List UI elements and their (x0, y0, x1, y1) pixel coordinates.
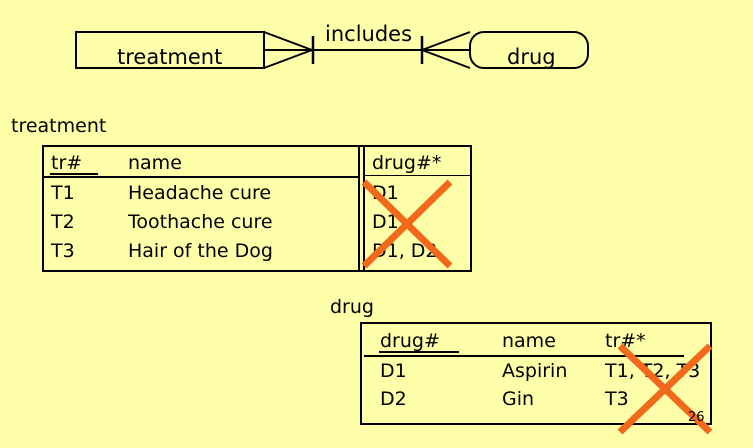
drug-cell-drug-0: D1 (380, 360, 407, 382)
treatment-cell-drug-2: D1, D2 (372, 240, 438, 262)
treatment-cell-tr-2: T3 (51, 240, 75, 262)
drug-header-drug-underline (379, 351, 459, 353)
drug-header-drug: drug# (380, 330, 440, 352)
treatment-cell-name-2: Hair of the Dog (128, 240, 273, 262)
treatment-cell-name-0: Headache cure (128, 182, 272, 204)
er-drug-box (469, 31, 589, 69)
drug-header-divider (364, 355, 684, 357)
drug-table: drug# name tr#* D1 Aspirin T1, T2, T3 D2… (360, 322, 712, 425)
drug-cell-tr-1: T3 (605, 388, 629, 410)
treatment-cell-tr-0: T1 (51, 182, 75, 204)
er-diagram (75, 31, 589, 69)
drug-header-tr: tr#* (605, 330, 646, 352)
treatment-header-drug: drug#* (372, 152, 442, 174)
treatment-header-divider (44, 176, 358, 178)
drug-cell-tr-0: T1, T2, T3 (605, 360, 701, 382)
treatment-drug-header-row (365, 147, 470, 176)
treatment-header-name: name (128, 152, 182, 174)
er-treatment-label: treatment (117, 45, 223, 69)
treatment-main-pane: tr# name T1 Headache cure T2 Toothache c… (44, 147, 360, 270)
drug-cell-name-1: Gin (502, 388, 535, 410)
drug-cell-name-0: Aspirin (502, 360, 568, 382)
drug-header-name: name (502, 330, 556, 352)
treatment-cell-tr-1: T2 (51, 211, 75, 233)
treatment-cell-drug-1: D1 (372, 211, 399, 233)
er-drug-label: drug (507, 45, 556, 69)
treatment-header-tr: tr# (51, 152, 83, 174)
page-number: 26 (688, 410, 705, 425)
treatment-header-tr-underline (50, 173, 98, 175)
drug-cell-drug-1: D2 (380, 388, 407, 410)
treatment-cell-name-1: Toothache cure (128, 211, 273, 233)
treatment-drug-column-pane: drug#* D1 D1 D1, D2 (363, 147, 470, 270)
drug-table-caption: drug (330, 296, 374, 318)
treatment-cell-drug-0: D1 (372, 182, 399, 204)
treatment-table: tr# name T1 Headache cure T2 Toothache c… (42, 145, 472, 272)
treatment-table-caption: treatment (11, 115, 107, 137)
er-relationship-label: includes (325, 22, 413, 46)
